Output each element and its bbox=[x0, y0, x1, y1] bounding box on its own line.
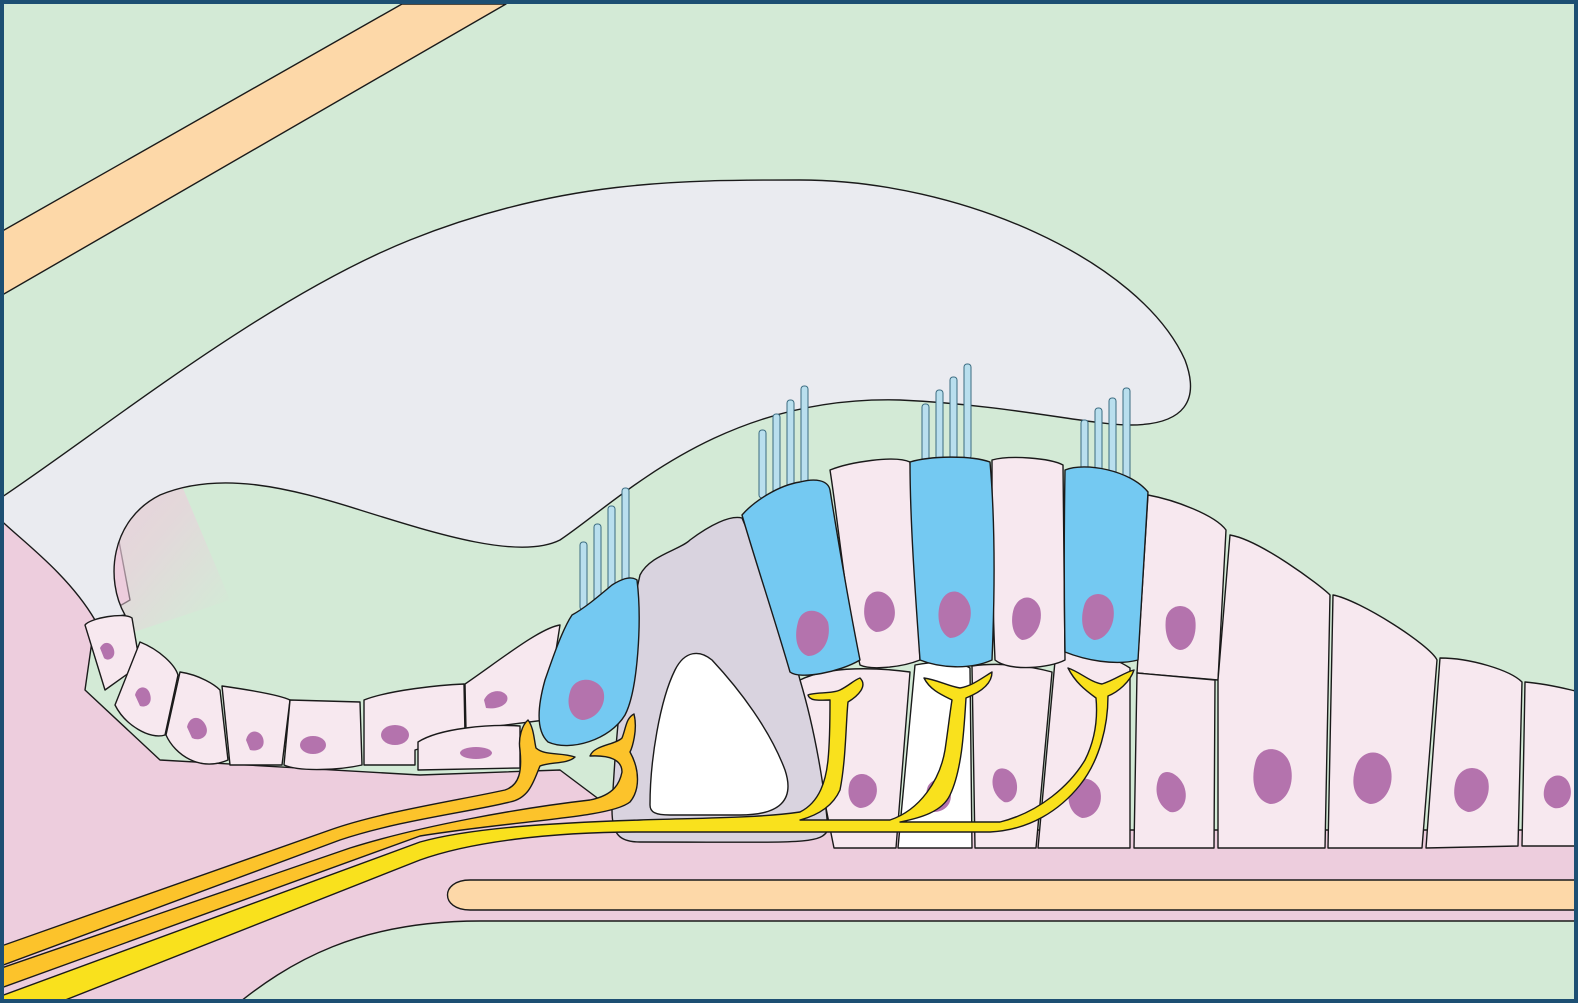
basilar-membrane bbox=[448, 880, 1575, 910]
diagram-frame bbox=[4, 4, 1574, 999]
organ-of-corti-diagram bbox=[4, 4, 1574, 999]
